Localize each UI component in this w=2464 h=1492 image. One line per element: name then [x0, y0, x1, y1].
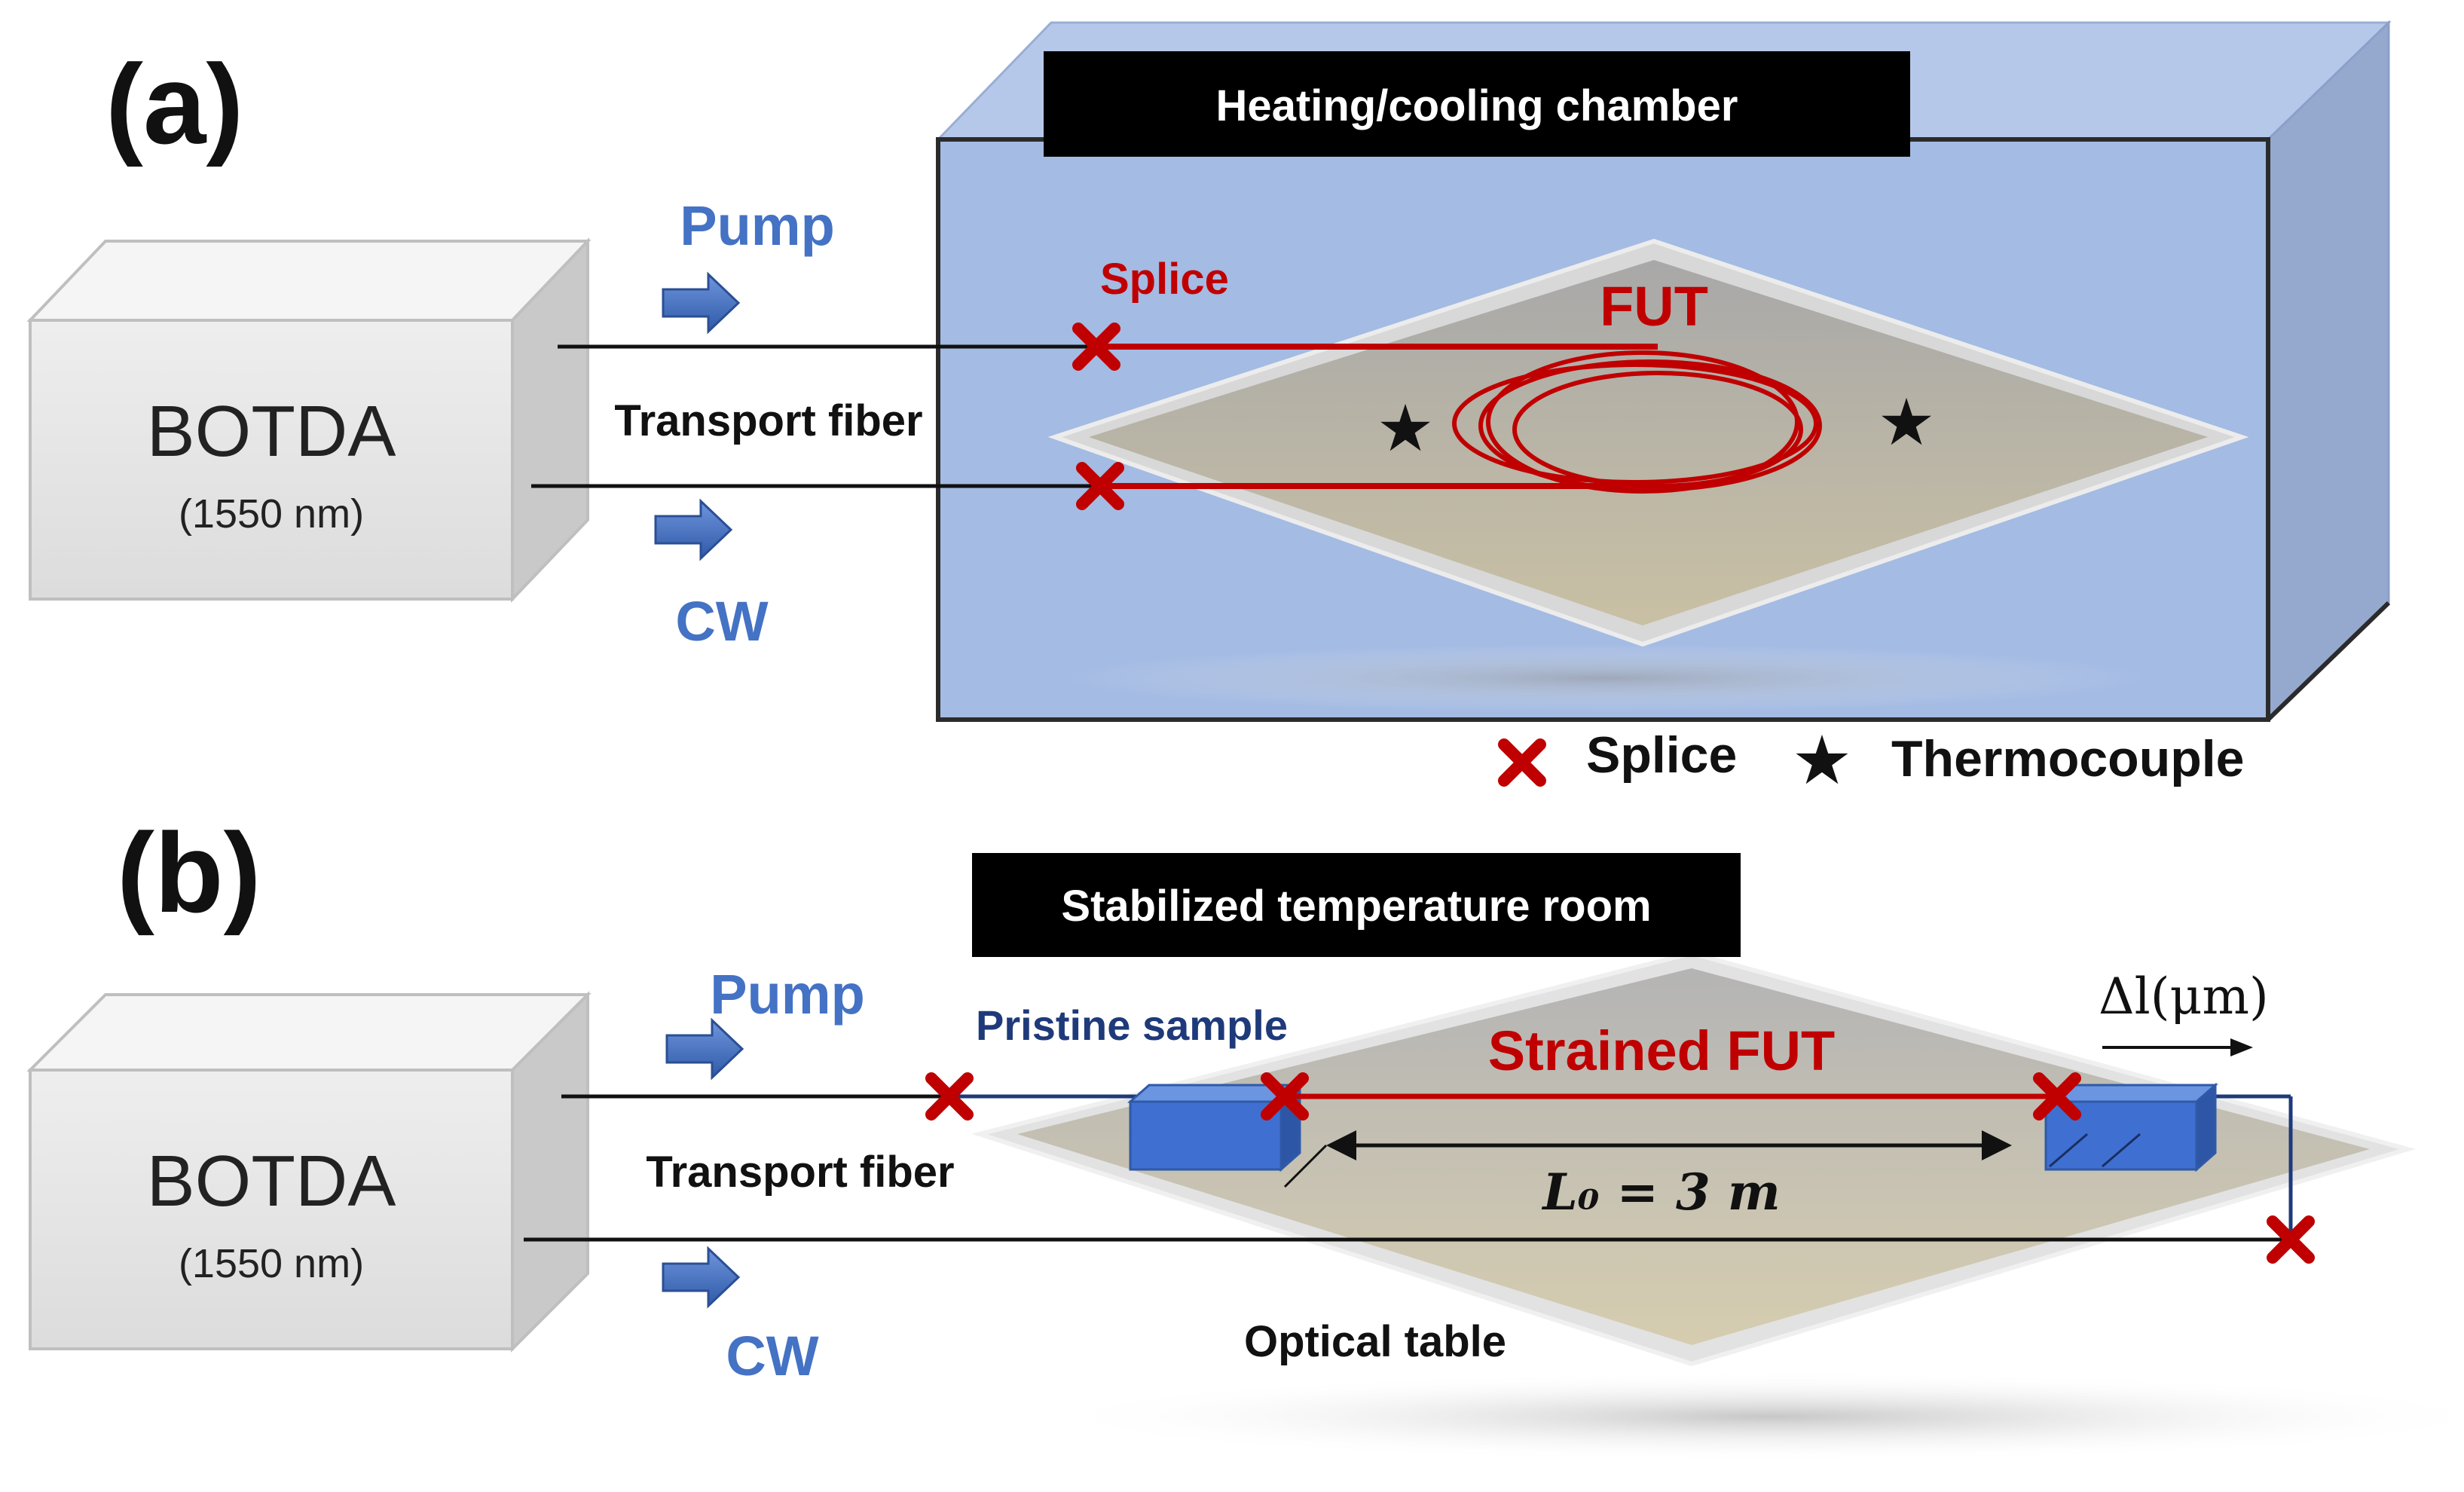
thermocouple-star-left: ★ [1376, 393, 1434, 465]
legend-thermocouple-label: Thermocouple [1891, 730, 2245, 787]
botda-wavelength-a: (1550 nm) [179, 491, 364, 537]
botda-name-a: BOTDA [147, 391, 396, 472]
transport-fiber-label-a: Transport fiber [614, 396, 922, 445]
cw-arrow-a [654, 500, 732, 560]
botda-name-b: BOTDA [147, 1141, 396, 1221]
chamber-banner: Heating/cooling chamber [1044, 51, 1910, 157]
cw-label-b: CW [726, 1325, 818, 1387]
botda-box-a: BOTDA (1550 nm) [26, 237, 592, 603]
fut-fiber-a [1096, 344, 1822, 494]
fut-label-a: FUT [1600, 275, 1708, 338]
cw-arrow-b [662, 1247, 740, 1307]
panel-b-label: (b) [117, 809, 261, 936]
pump-arrow-a [662, 273, 740, 333]
panel-b: (b) BOTDA (1550 nm) Stabilized temperatu… [26, 809, 2464, 1462]
botda-box-b: BOTDA (1550 nm) [26, 991, 592, 1353]
panel-a-label: (a) [105, 41, 243, 167]
transport-fiber-label-b: Transport fiber [646, 1148, 954, 1197]
legend-splice-label: Splice [1586, 726, 1737, 784]
strained-fut-label: Strained FUT [1488, 1020, 1835, 1082]
legend-splice-icon [1504, 744, 1540, 781]
optical-table-label: Optical table [1244, 1317, 1506, 1366]
optical-table [971, 950, 2416, 1367]
room-label: Stabilized temperature room [1061, 882, 1651, 931]
pump-label-a: Pump [680, 194, 835, 257]
chamber-plate [1047, 238, 2249, 647]
panel-a: (a) BOTDA (1550 nm) Heating/cooling cha [26, 20, 2392, 723]
elongation-indicator: Δl(μm) [2099, 968, 2269, 1056]
pump-arrow-b [665, 1019, 744, 1079]
chamber-label: Heating/cooling chamber [1216, 81, 1738, 130]
table-shadow [1032, 1371, 2464, 1462]
clamp-right [2043, 1082, 2218, 1173]
splice-label-a: Splice [1100, 255, 1229, 304]
room-banner: Stabilized temperature room [972, 853, 1741, 957]
cw-label-a: CW [675, 590, 768, 653]
thermocouple-star-right: ★ [1877, 387, 1935, 459]
length-label: L₀ = 3 m [1541, 1163, 1780, 1221]
delta-label: Δl(μm) [2099, 968, 2269, 1026]
pristine-sample-label: Pristine sample [976, 1001, 1288, 1049]
botda-wavelength-b: (1550 nm) [179, 1241, 364, 1286]
pump-label-b: Pump [710, 963, 865, 1026]
length-dimension [1283, 1130, 2012, 1188]
clamp-left [1127, 1082, 1303, 1173]
legend-thermocouple-icon: ★ [1792, 723, 1853, 799]
legend: Splice ★ Thermocouple [1504, 723, 2245, 799]
